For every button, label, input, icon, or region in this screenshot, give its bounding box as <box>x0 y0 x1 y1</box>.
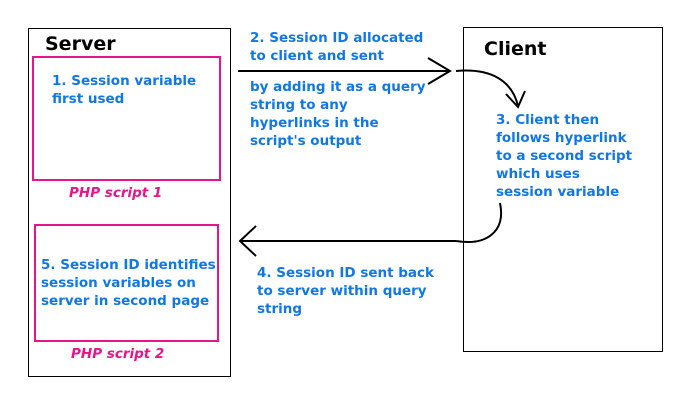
step-3-text: 3. Client then follows hyperlink to a se… <box>496 112 633 200</box>
arrow-to-client <box>238 57 452 85</box>
php-script-1-box <box>32 56 221 181</box>
step-2-detail: by adding it as a query string to any hy… <box>250 79 426 149</box>
php-script-1-label: PHP script 1 <box>69 185 163 201</box>
php-script-2-label: PHP script 2 <box>71 346 165 362</box>
step-4-text: 4. Session ID sent back to server within… <box>257 265 435 317</box>
step-2-heading: 2. Session ID allocated to client and se… <box>250 30 424 64</box>
step-1-text: 1. Session variable first used <box>52 73 197 107</box>
server-title: Server <box>45 33 116 55</box>
server-box <box>28 28 231 377</box>
php-script-2-box <box>34 224 219 342</box>
client-title: Client <box>484 38 547 60</box>
arrow-to-server <box>238 225 456 257</box>
arrow-client-follows-link <box>455 69 526 109</box>
client-box <box>463 27 663 352</box>
step-5-text: 5. Session ID identifies session variabl… <box>41 257 216 309</box>
arrow-client-return-curve <box>455 202 503 243</box>
